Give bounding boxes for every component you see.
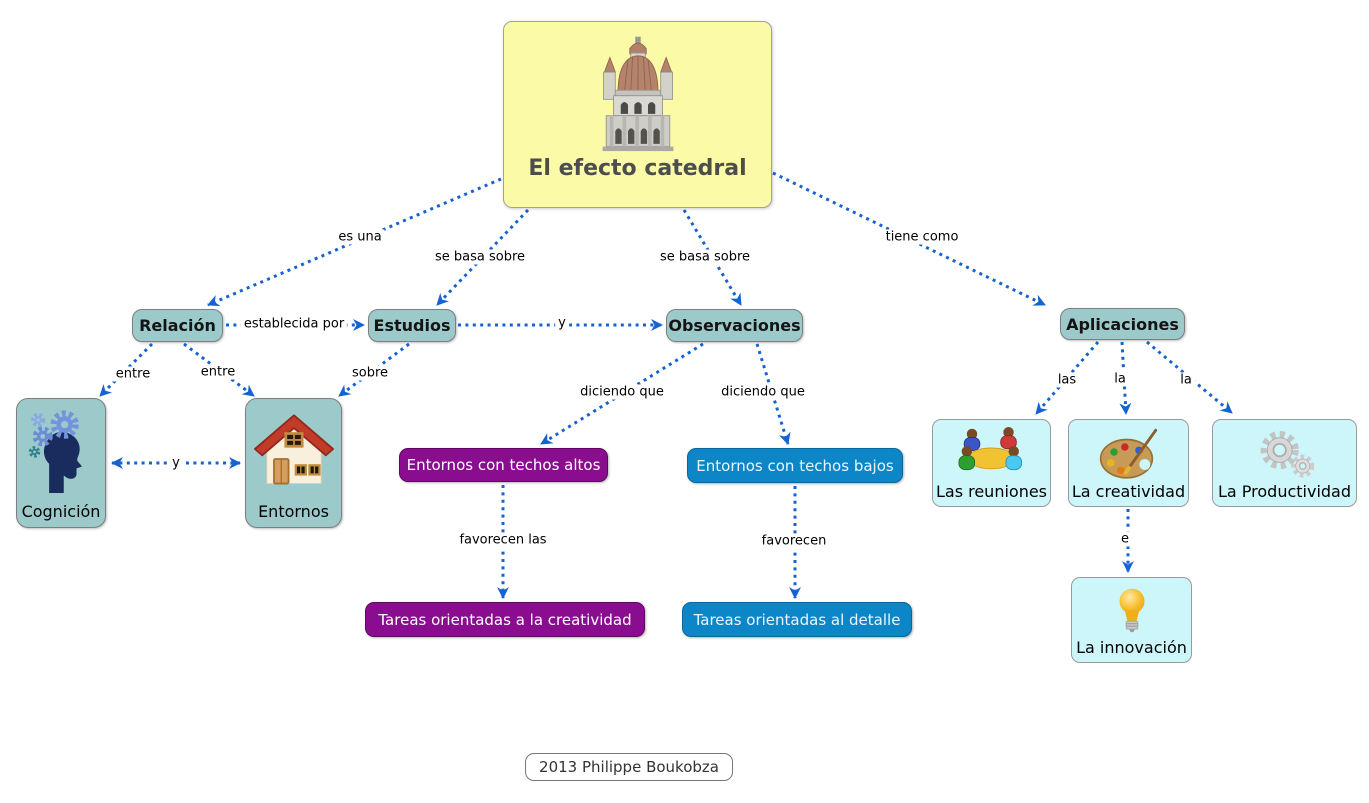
lightbulb-icon	[1118, 588, 1145, 633]
credit-text: 2013 Philippe Boukobza	[539, 758, 719, 776]
node-cognicion: Cognición	[16, 398, 106, 528]
edge-label-la-2: la	[1177, 372, 1195, 388]
node-entornos: Entornos	[245, 398, 342, 528]
edge-root-relacion	[207, 177, 502, 307]
edge-label-sobre: sobre	[348, 365, 392, 381]
node-techos-altos: Entornos con techos altos	[399, 448, 608, 482]
credit-box: 2013 Philippe Boukobza	[525, 753, 733, 781]
node-label: Entornos	[258, 502, 329, 521]
edge-observaciones-techos-altos	[540, 342, 704, 446]
edge-label-favorecen: favorecen	[758, 533, 830, 549]
house-icon	[253, 414, 334, 485]
cathedral-icon	[602, 36, 673, 152]
edge-aplicaciones-reuniones	[1034, 341, 1100, 415]
edge-label-y-2: y	[169, 455, 183, 471]
node-observaciones: Observaciones	[666, 309, 803, 342]
edge-aplicaciones-creatividad	[1119, 341, 1132, 415]
node-techos-bajos: Entornos con techos bajos	[687, 448, 903, 483]
edge-label-diciendo-que-2: diciendo que	[718, 384, 808, 400]
node-tareas-creatividad: Tareas orientadas a la creatividad	[365, 602, 645, 637]
gears-icon	[1260, 430, 1314, 478]
edge-root-aplicaciones	[772, 171, 1046, 307]
edge-label-se-basa-sobre-2: se basa sobre	[656, 249, 754, 265]
edge-label-entre-1: entre	[112, 366, 154, 382]
node-label: Aplicaciones	[1066, 314, 1179, 334]
node-la-creatividad: La creatividad	[1068, 419, 1189, 507]
node-la-innovacion: La innovación	[1071, 577, 1192, 663]
node-las-reuniones: Las reuniones	[932, 419, 1051, 507]
edge-label-e: e	[1118, 531, 1132, 547]
node-el-efecto-catedral: El efecto catedral	[503, 21, 772, 208]
node-label: Tareas orientadas a la creatividad	[378, 610, 632, 629]
meeting-icon	[958, 427, 1022, 471]
palette-icon	[1099, 428, 1157, 479]
node-label: La Productividad	[1217, 482, 1352, 501]
node-label: Tareas orientadas al detalle	[693, 610, 901, 629]
node-aplicaciones: Aplicaciones	[1060, 308, 1185, 340]
node-label: La creatividad	[1071, 482, 1186, 501]
node-relacion: Relación	[132, 309, 223, 342]
node-label: Estudios	[373, 316, 451, 335]
root-title: El efecto catedral	[528, 156, 747, 181]
edge-label-diciendo-que-1: diciendo que	[577, 384, 667, 400]
edge-label-favorecen-las: favorecen las	[456, 532, 550, 548]
node-label: Entornos con techos bajos	[696, 456, 894, 475]
brain-gears-icon	[28, 410, 82, 493]
node-label: La innovación	[1076, 638, 1187, 657]
node-label: Las reuniones	[935, 482, 1048, 501]
edge-label-es-una: es una	[335, 229, 385, 245]
edge-relacion-cognicion	[98, 342, 154, 398]
edge-label-se-basa-sobre-1: se basa sobre	[431, 249, 529, 265]
node-label: Observaciones	[668, 316, 801, 335]
node-label: Relación	[139, 316, 216, 335]
node-la-productividad: La Productividad	[1212, 419, 1357, 507]
edge-label-establecida-por: establecida por	[240, 316, 348, 332]
edge-label-entre-2: entre	[197, 364, 239, 380]
node-tareas-detalle: Tareas orientadas al detalle	[682, 602, 912, 637]
node-label: Cognición	[21, 502, 101, 521]
edge-label-la-1: la	[1111, 371, 1129, 387]
node-label: Entornos con techos altos	[406, 456, 601, 474]
node-estudios: Estudios	[368, 309, 456, 342]
edge-label-y-1: y	[555, 315, 569, 331]
edge-label-las: las	[1054, 372, 1080, 388]
edge-label-tiene-como: tiene como	[882, 229, 962, 245]
